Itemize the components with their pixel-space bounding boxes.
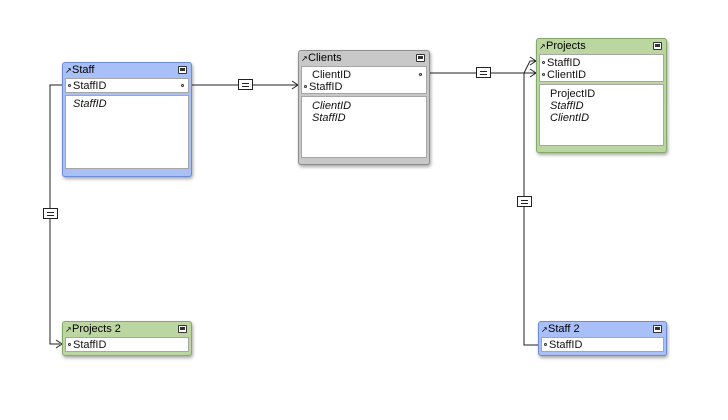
- table-staff[interactable]: ↗ Staff StaffID StaffID: [62, 62, 192, 177]
- arrow-icon: ↗: [65, 66, 72, 75]
- field-staffid[interactable]: StaffID: [540, 57, 663, 69]
- field-staffid[interactable]: StaffID: [542, 339, 663, 351]
- table-staff-2[interactable]: ↗ Staff 2 StaffID: [538, 321, 667, 356]
- key-fields: ClientID StaffID: [301, 66, 427, 94]
- table-header[interactable]: ↗ Staff: [63, 63, 191, 78]
- field-projectid[interactable]: ProjectID: [550, 88, 596, 100]
- relationship-line-projects-staff2: [523, 60, 538, 346]
- crowfoot-clients-staffid: [291, 80, 299, 90]
- collapse-icon[interactable]: [653, 42, 662, 50]
- table-projects[interactable]: ↗ Projects StaffID ClientID ProjectID St…: [536, 38, 667, 153]
- collapse-icon[interactable]: [653, 325, 662, 333]
- arrow-icon: ↗: [65, 325, 72, 334]
- table-header[interactable]: ↗ Projects: [537, 39, 666, 54]
- other-fields: StaffID: [65, 95, 189, 169]
- relationship-operator-staff-projects2[interactable]: [43, 208, 58, 219]
- table-title: Staff: [72, 64, 95, 76]
- field-staffid-italic[interactable]: StaffID: [73, 98, 107, 110]
- field-staffid[interactable]: StaffID: [302, 81, 426, 93]
- other-fields: ProjectID StaffID ClientID: [539, 84, 664, 146]
- table-clients[interactable]: ↗ Clients ClientID StaffID ClientID Staf…: [298, 50, 430, 165]
- table-projects-2[interactable]: ↗ Projects 2 StaffID: [62, 321, 192, 356]
- arrow-icon: ↗: [541, 325, 548, 334]
- field-clientid-italic[interactable]: ClientID: [312, 100, 352, 112]
- key-fields: StaffID: [65, 337, 189, 352]
- relationship-operator-projects-staff2[interactable]: [517, 196, 532, 207]
- collapse-icon[interactable]: [178, 66, 187, 74]
- field-clientid[interactable]: ClientID: [540, 69, 663, 81]
- arrow-icon: ↗: [539, 42, 546, 51]
- relationship-operator-clients-projects[interactable]: [476, 67, 491, 78]
- connector-dot-icon: [419, 73, 422, 76]
- crowfoot-projects2-staffid: [55, 339, 63, 349]
- field-clientid-italic[interactable]: ClientID: [550, 112, 590, 124]
- collapse-icon[interactable]: [416, 54, 425, 62]
- crowfoot-projects-clientid: [529, 68, 537, 78]
- arrow-icon: ↗: [301, 54, 308, 63]
- field-staffid[interactable]: StaffID: [66, 339, 188, 351]
- key-fields: StaffID: [65, 78, 189, 93]
- table-title: Projects 2: [72, 323, 121, 335]
- connector-dot-icon: [181, 84, 184, 87]
- other-fields: ClientID StaffID: [301, 96, 427, 158]
- table-title: Projects: [546, 40, 586, 52]
- collapse-icon[interactable]: [178, 325, 187, 333]
- relationship-operator-staff-clients[interactable]: [238, 79, 253, 90]
- table-header[interactable]: ↗ Projects 2: [63, 322, 191, 337]
- table-title: Clients: [308, 52, 342, 64]
- field-staffid[interactable]: StaffID: [66, 80, 188, 92]
- table-header[interactable]: ↗ Staff 2: [539, 322, 666, 337]
- crowfoot-projects-staffid: [529, 56, 537, 66]
- key-fields: StaffID: [541, 337, 664, 352]
- field-clientid[interactable]: ClientID: [302, 69, 426, 81]
- key-fields: StaffID ClientID: [539, 54, 664, 82]
- table-header[interactable]: ↗ Clients: [299, 51, 429, 66]
- field-staffid-italic[interactable]: StaffID: [550, 100, 584, 112]
- table-title: Staff 2: [548, 323, 580, 335]
- field-staffid-italic[interactable]: StaffID: [312, 112, 346, 124]
